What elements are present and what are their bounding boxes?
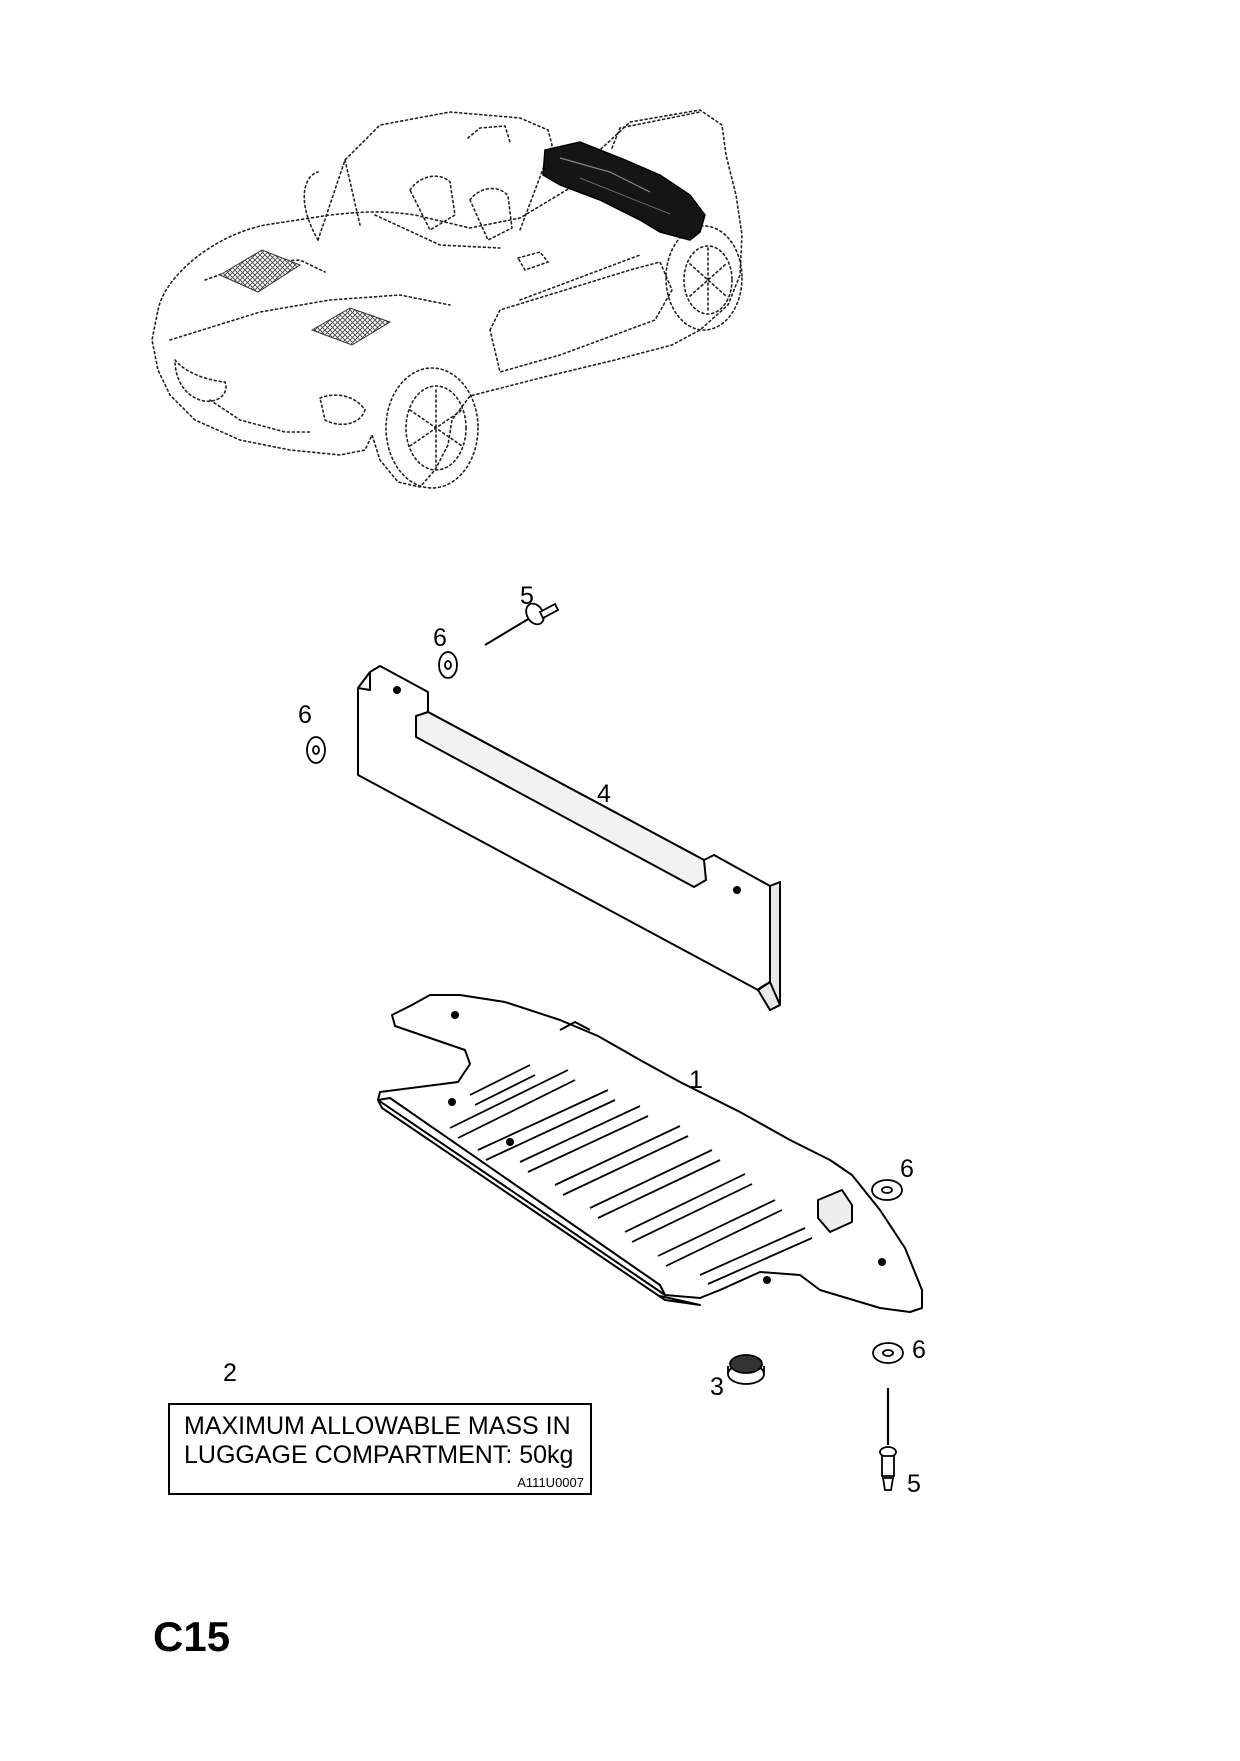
roadster-car-outline-icon — [151, 109, 743, 489]
grommet-icon — [727, 1354, 765, 1385]
rivet-icon — [484, 602, 560, 646]
partition-panel-icon — [357, 665, 781, 1011]
callout-part-1: 1 — [689, 1066, 703, 1094]
luggage-mass-label-plate: MAXIMUM ALLOWABLE MASS IN LUGGAGE COMPAR… — [168, 1403, 592, 1495]
highlighted-rear-compartment-icon — [542, 141, 706, 241]
washer-icon — [306, 736, 326, 764]
floor-tray-icon — [377, 994, 923, 1313]
callout-part-3: 3 — [710, 1373, 724, 1401]
washer-icon — [871, 1179, 903, 1201]
drawing-code: A111U0007 — [517, 1475, 584, 1490]
callout-part-6-top-left: 6 — [298, 701, 312, 729]
rivet-icon — [879, 1388, 897, 1491]
hood-vent-icon — [218, 249, 392, 346]
callout-part-5-top: 5 — [520, 582, 534, 610]
callout-part-2: 2 — [223, 1359, 237, 1387]
page-code: C15 — [153, 1613, 231, 1660]
label-plate-line-2: LUGGAGE COMPARTMENT: 50kg — [184, 1441, 574, 1469]
callout-part-6-right-lower: 6 — [912, 1336, 926, 1364]
label-plate-line-1: MAXIMUM ALLOWABLE MASS IN — [184, 1412, 571, 1440]
washer-icon — [872, 1342, 904, 1364]
washer-icon — [438, 651, 458, 679]
callout-part-6-top-center: 6 — [433, 624, 447, 652]
callout-part-4: 4 — [597, 780, 611, 808]
callout-part-5-bottom: 5 — [907, 1470, 921, 1498]
callout-part-6-right-upper: 6 — [900, 1155, 914, 1183]
